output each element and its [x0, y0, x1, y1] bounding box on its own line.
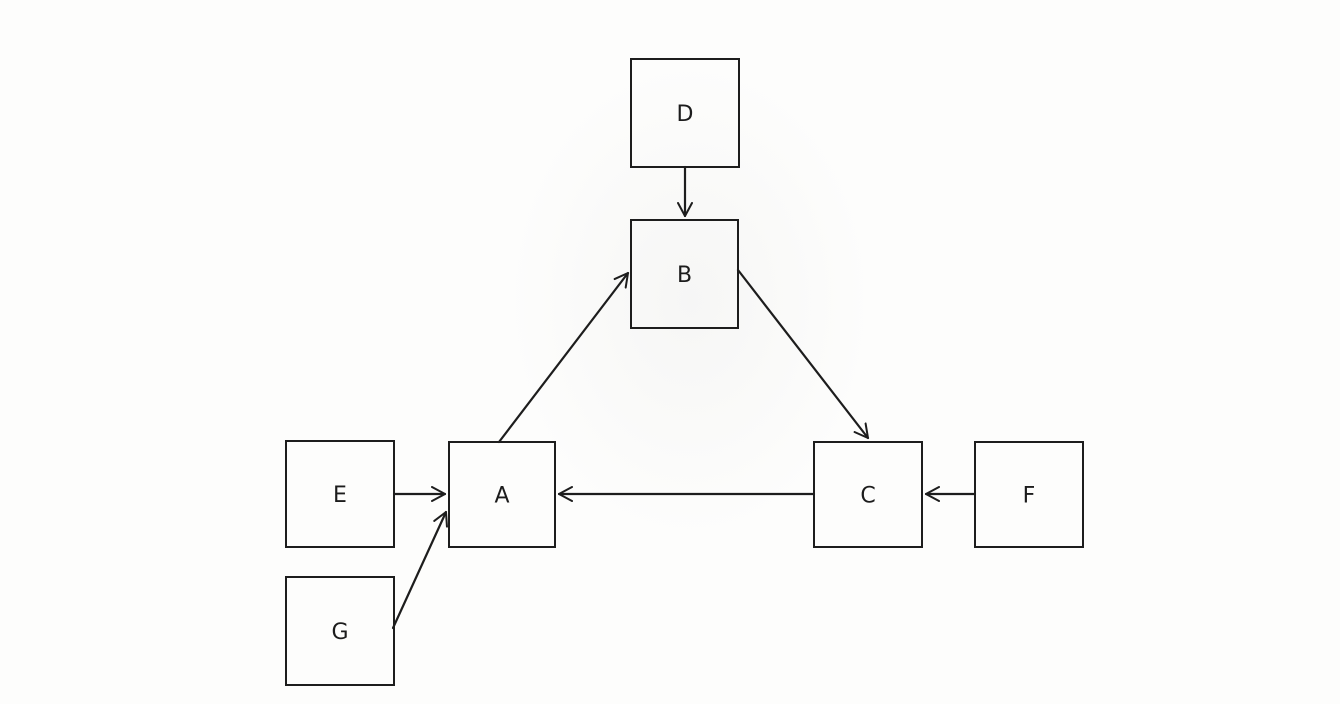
node-a: A	[448, 441, 556, 548]
node-c: C	[813, 441, 923, 548]
node-label-b: B	[677, 263, 692, 288]
node-box-f	[974, 441, 1084, 548]
node-box-d	[630, 58, 740, 168]
node-b: B	[630, 219, 739, 329]
nodes-layer: D B E A C F G	[285, 58, 1084, 686]
node-d: D	[630, 58, 740, 168]
node-label-a: A	[494, 484, 509, 509]
edge-arrow-g-to-a	[391, 510, 448, 630]
node-box-g	[285, 576, 395, 686]
edges-layer	[391, 165, 977, 630]
node-label-d: D	[677, 102, 694, 127]
node-label-e: E	[333, 483, 347, 508]
node-f: F	[974, 441, 1084, 548]
node-box-c	[813, 441, 923, 548]
node-e: E	[285, 440, 395, 548]
node-label-c: C	[860, 484, 875, 509]
node-label-g: G	[331, 620, 348, 645]
node-box-e	[285, 440, 395, 548]
node-box-b	[630, 219, 739, 329]
node-g: G	[285, 576, 395, 686]
node-label-f: F	[1023, 484, 1036, 509]
edge-arrow-a-to-b	[497, 271, 630, 444]
node-box-a	[448, 441, 556, 548]
edge-arrow-b-to-c	[736, 268, 870, 440]
